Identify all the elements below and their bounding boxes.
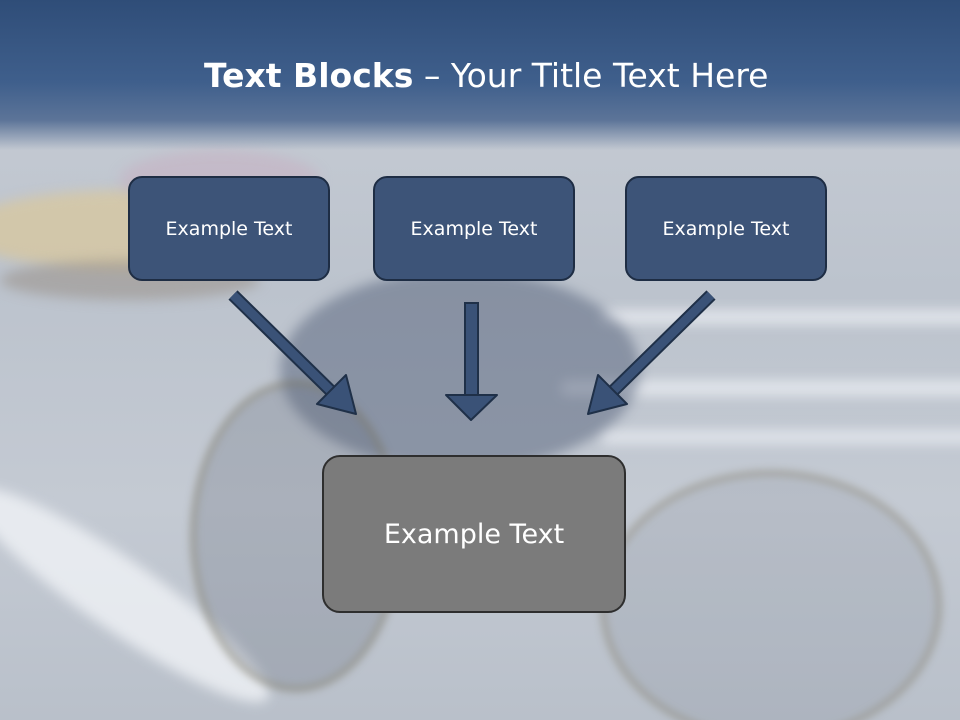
- background-blur-streak: [600, 310, 960, 324]
- text-block-center[interactable]: Example Text: [373, 176, 575, 281]
- background-blur-streak: [600, 470, 942, 720]
- title-bold-text: Text Blocks: [204, 56, 414, 95]
- title-rest-text: Your Title Text Here: [450, 56, 769, 95]
- background-blur-streak: [600, 430, 960, 444]
- text-block-label: Example Text: [662, 217, 790, 240]
- text-block-label: Example Text: [410, 217, 538, 240]
- text-block-label: Example Text: [165, 217, 293, 240]
- main-block-label: Example Text: [383, 518, 565, 550]
- slide-title: Text Blocks – Your Title Text Here: [204, 52, 768, 100]
- title-separator: –: [413, 56, 451, 95]
- header-band: [0, 0, 960, 150]
- text-block-right[interactable]: Example Text: [625, 176, 827, 281]
- text-block-main[interactable]: Example Text: [322, 455, 626, 613]
- text-block-left[interactable]: Example Text: [128, 176, 330, 281]
